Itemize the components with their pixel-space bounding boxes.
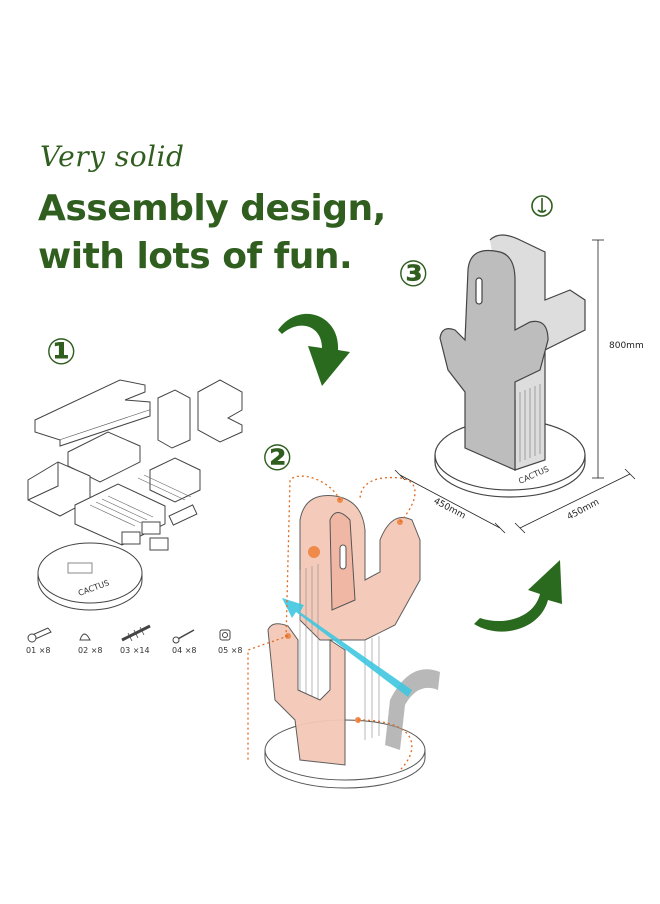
part-label: 04 ×8 bbox=[172, 646, 197, 655]
curved-arrow-up bbox=[474, 560, 562, 632]
headline-line-1: Assembly design, bbox=[38, 188, 386, 229]
dimension-lines bbox=[394, 239, 636, 534]
curved-arrow-down bbox=[278, 313, 350, 386]
brand-mark-icon bbox=[531, 195, 553, 217]
square-piece bbox=[121, 531, 141, 545]
exploded-parts bbox=[27, 379, 243, 611]
height-dimension: 800mm bbox=[609, 341, 644, 351]
top-panel bbox=[149, 457, 201, 503]
insert-arrow bbox=[282, 598, 412, 697]
assembled-stand bbox=[434, 234, 586, 498]
part-label: 02 ×8 bbox=[78, 646, 103, 655]
hardware-parts bbox=[27, 624, 231, 644]
part-label: 05 ×8 bbox=[218, 646, 243, 655]
tagline: Very solid bbox=[40, 140, 185, 173]
part-label: 01 ×8 bbox=[26, 646, 51, 655]
part-label: 03 ×14 bbox=[120, 646, 150, 655]
arm-panel bbox=[34, 379, 151, 441]
bracket-piece bbox=[157, 389, 191, 449]
assembly-in-progress bbox=[264, 495, 426, 789]
step-two-badge: ② bbox=[262, 438, 293, 479]
headline-line-2: with lots of fun. bbox=[38, 236, 353, 277]
clip-piece bbox=[197, 379, 243, 443]
dotted-guides bbox=[247, 475, 416, 771]
step-three-badge: ③ bbox=[398, 254, 429, 295]
step-one-badge: ① bbox=[46, 332, 77, 373]
